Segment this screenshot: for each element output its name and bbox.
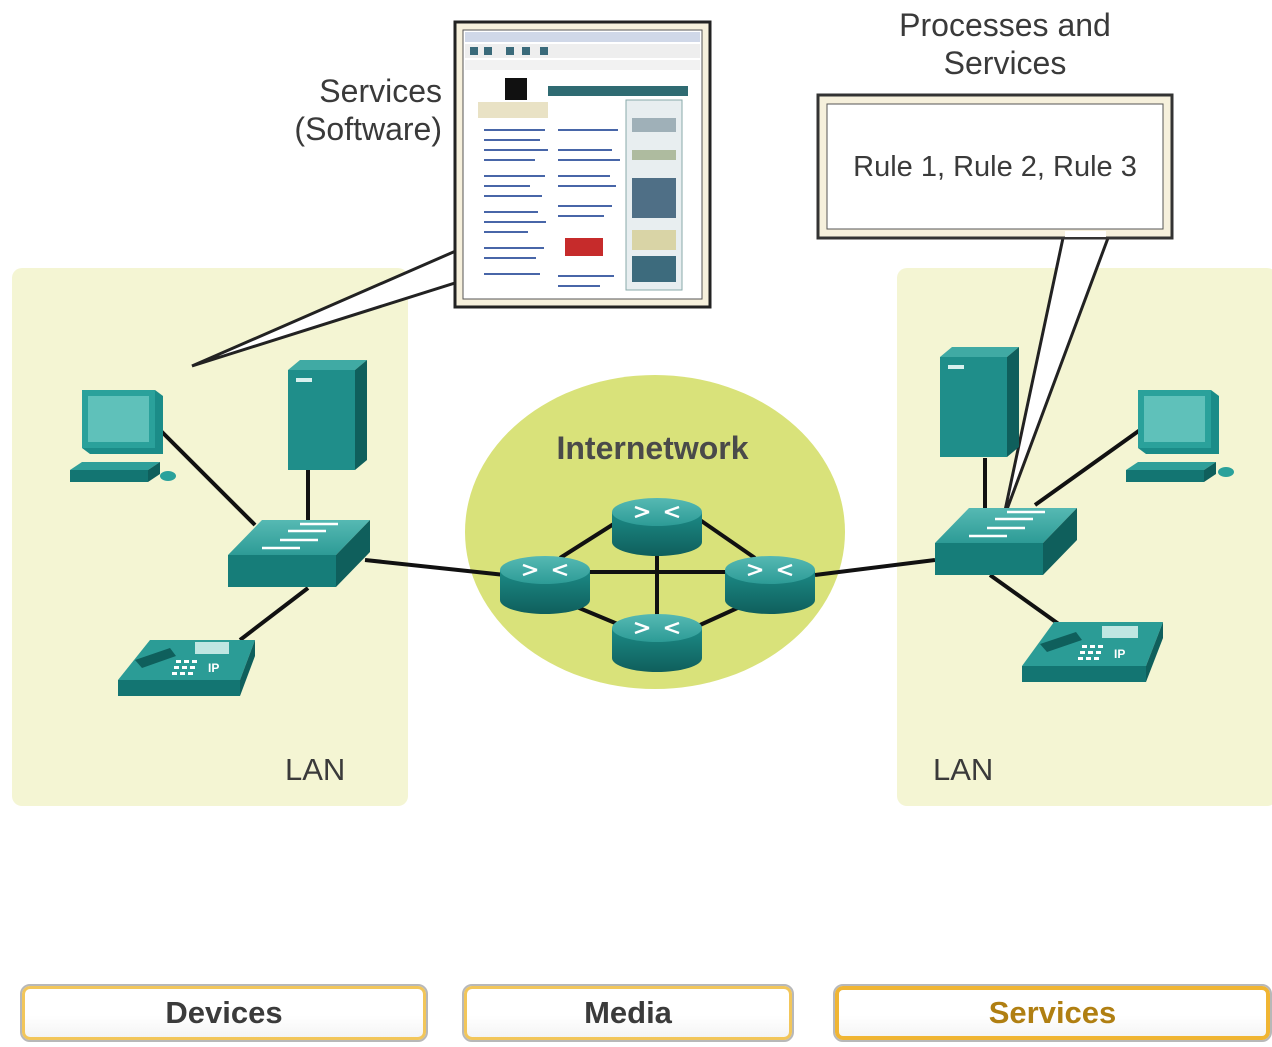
switch-left-icon <box>228 520 370 587</box>
server-left-icon <box>288 360 367 470</box>
tab-services[interactable]: Services <box>833 984 1272 1042</box>
router-bottom-icon <box>612 614 702 672</box>
services-software-line2: (Software) <box>294 111 442 147</box>
lan-right-label: LAN <box>933 752 994 787</box>
services-software-line1: Services <box>319 73 442 109</box>
software-screenshot-callout <box>453 20 712 309</box>
tab-media[interactable]: Media <box>462 984 794 1042</box>
switch-right-icon <box>935 508 1077 575</box>
router-left-icon <box>500 556 590 614</box>
processes-services-label: Processes and Services <box>880 6 1130 82</box>
internetwork-label: Internetwork <box>556 430 749 466</box>
processes-line1: Processes and <box>899 7 1111 43</box>
pc-right-icon <box>1126 390 1234 482</box>
phone-right-ip-tag: IP <box>1114 647 1125 661</box>
pc-left-icon <box>70 390 176 482</box>
server-right-icon <box>940 347 1019 457</box>
phone-left-ip-tag: IP <box>208 661 219 675</box>
rules-text: Rule 1, Rule 2, Rule 3 <box>853 151 1137 183</box>
router-top-icon <box>612 498 702 556</box>
processes-line2: Services <box>943 45 1067 81</box>
services-software-label: Services (Software) <box>270 72 442 148</box>
ip-phone-right-icon: IP <box>1022 622 1163 682</box>
router-right-icon <box>725 556 815 614</box>
ip-phone-left-icon: IP <box>118 640 255 696</box>
lan-left-label: LAN <box>285 752 346 787</box>
tab-devices[interactable]: Devices <box>20 984 428 1042</box>
rules-callout-box <box>826 103 1164 230</box>
